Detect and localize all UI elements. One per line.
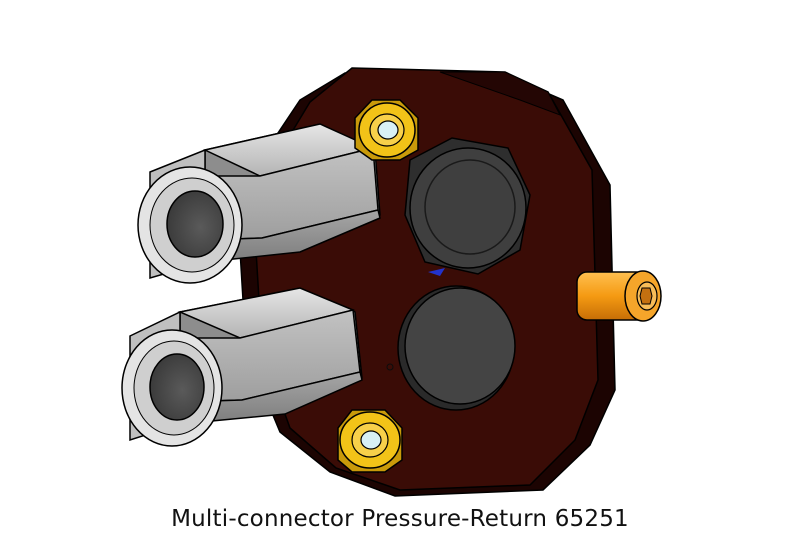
image-caption: Multi-connector Pressure-Return 65251 [171,506,629,532]
upper-mounting-nut [354,99,419,161]
connector-render [121,67,662,497]
upper-hex-fitting [137,123,381,284]
upper-blanking-cap [404,137,531,276]
lower-blanking-cap [386,285,516,411]
lower-hex-fitting [121,287,363,447]
dowel-pin [576,270,662,322]
lower-mounting-nut [337,409,403,473]
